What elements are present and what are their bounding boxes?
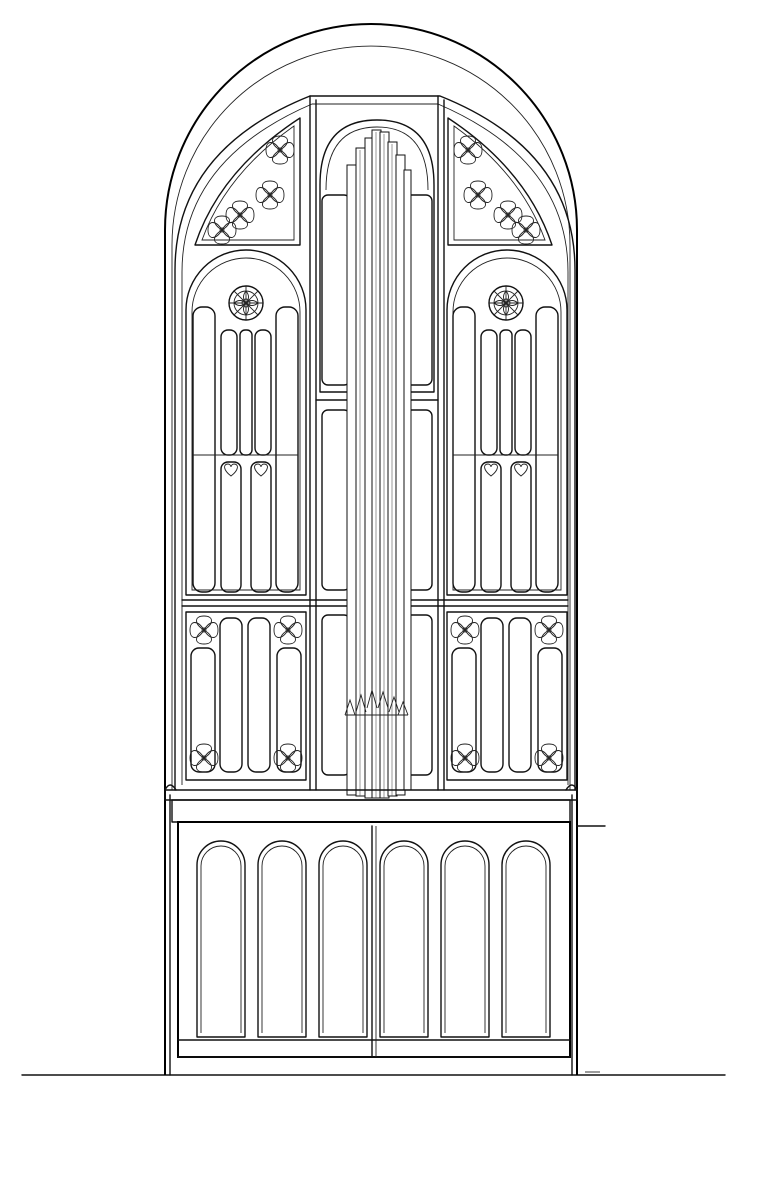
right-lower-panels (446, 611, 568, 781)
outer-arch (164, 23, 578, 1075)
organ-pipes (344, 129, 412, 799)
base-arched-panels (196, 840, 551, 1038)
upper-screen-arch (174, 95, 576, 791)
left-tracery-fan (194, 117, 301, 246)
heart-icon (224, 463, 238, 477)
right-arched-window (446, 249, 568, 596)
base-cabinet (177, 821, 571, 1058)
right-tracery-fan (447, 117, 553, 246)
left-lower-panels (185, 611, 307, 781)
quatrefoil-leaf-icon (189, 615, 219, 645)
rosette-icon (228, 285, 264, 321)
left-arched-window (185, 249, 307, 596)
